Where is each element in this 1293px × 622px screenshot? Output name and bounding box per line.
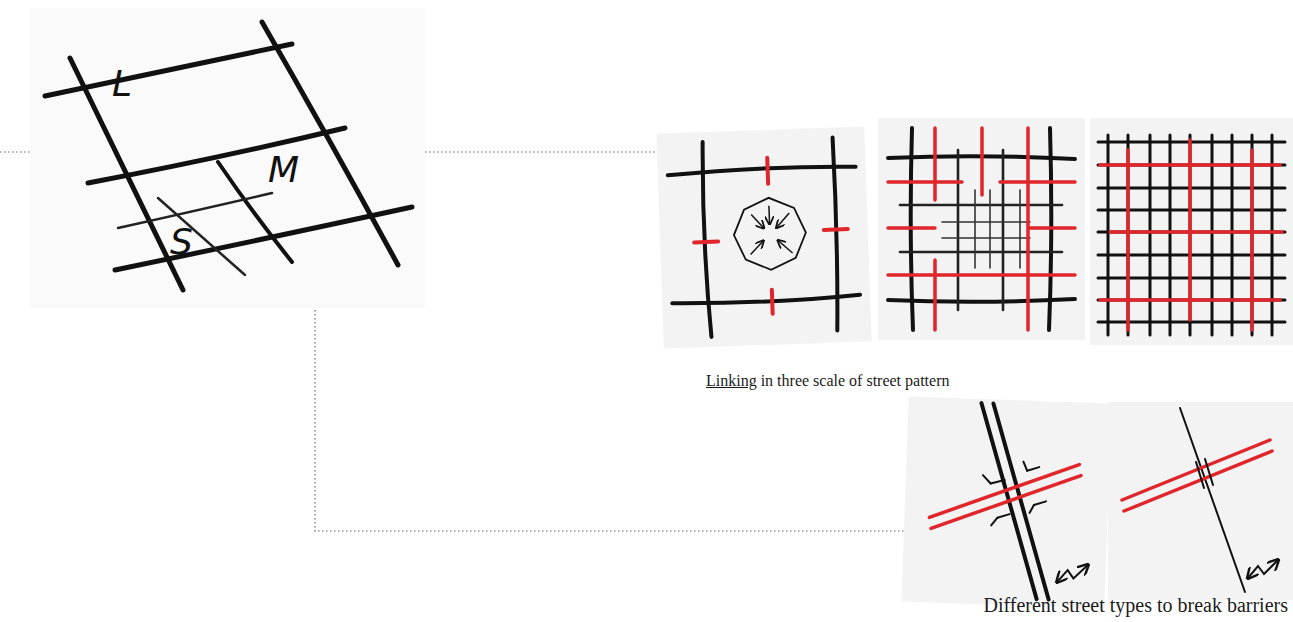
medium-scale-sketch	[878, 118, 1085, 340]
block-letter: M	[268, 150, 299, 190]
hierarchy-grid-sketch	[30, 8, 425, 308]
block-letter: L	[112, 64, 132, 104]
small-scale-sketch	[1090, 118, 1293, 345]
caption-keyword: Linking	[706, 371, 757, 391]
barrier-crossing-sketch	[901, 397, 1111, 609]
minor-crossing-sketch	[1108, 402, 1293, 600]
block-letter: S	[170, 222, 193, 262]
large-scale-sketch	[656, 126, 871, 348]
caption-text: Different street types to break barriers	[983, 594, 1288, 617]
caption-text: in three scale of street pattern	[761, 371, 950, 391]
